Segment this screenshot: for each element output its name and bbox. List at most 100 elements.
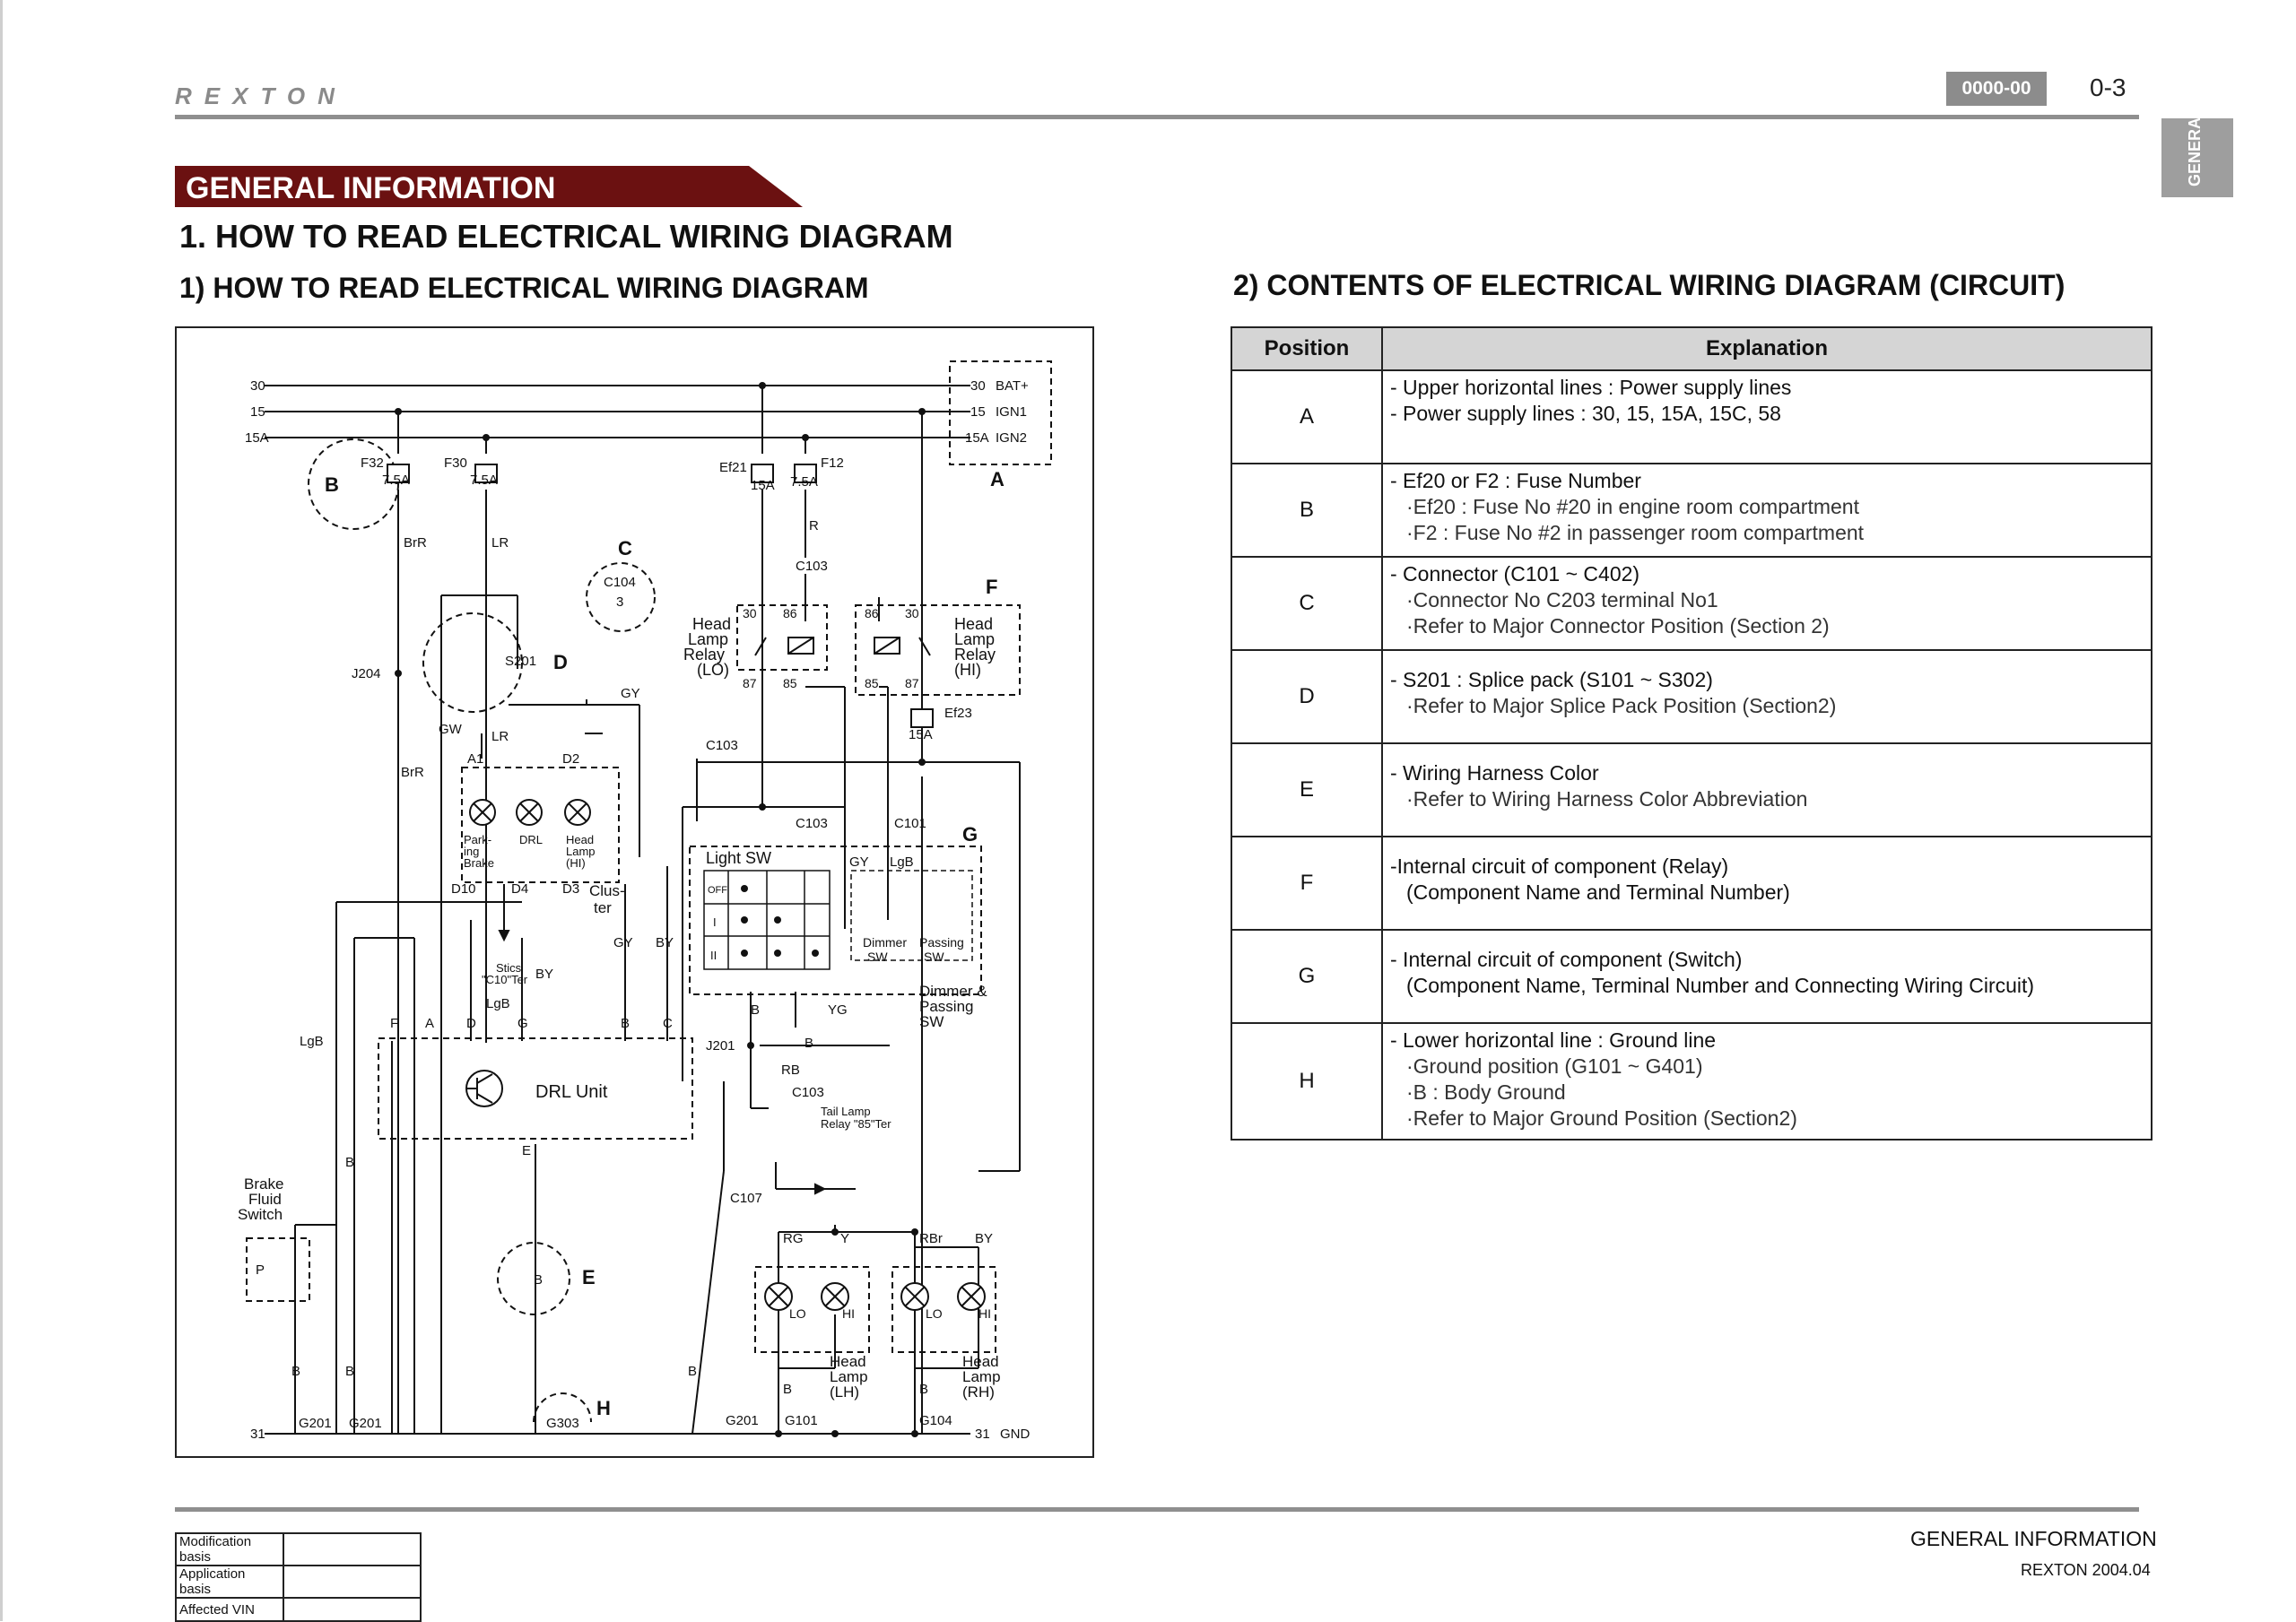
lamp-rh-lo: LO (926, 1306, 943, 1321)
relay-hi-pin-85: 85 (865, 676, 879, 690)
revision-row: Affected VIN (175, 1597, 422, 1622)
explanation-line: - Power supply lines : 30, 15, 15A, 15C,… (1390, 402, 1781, 425)
table-row: F -Internal circuit of component (Relay)… (1231, 836, 2152, 931)
ground-g201-3: G201 (726, 1413, 759, 1428)
wire-b-5: B (345, 1364, 354, 1379)
revision-row: Application basis (175, 1565, 422, 1599)
light-sw-ii: II (710, 949, 717, 962)
relay-hi-pin-86: 86 (865, 606, 879, 620)
table-row: G - Internal circuit of component (Switc… (1231, 929, 2152, 1024)
row-position: G (1231, 929, 1383, 1024)
side-section-tab[interactable]: GENERAL (2161, 108, 2233, 197)
section-code-badge: 0000-00 (1946, 72, 2047, 106)
head-lamp-lh-l1: Head (830, 1353, 866, 1370)
relay-lo-pin-87: 87 (743, 676, 757, 690)
lamp-lh-hi: HI (842, 1306, 855, 1321)
row-position: E (1231, 742, 1383, 837)
wire-b-8: B (919, 1382, 928, 1397)
wire-y: Y (840, 1231, 849, 1246)
relay-lo-pin-85: 85 (783, 676, 797, 690)
revision-table: Modification basis Application basis Aff… (175, 1532, 422, 1622)
explanation-subline: ·Connector No C203 terminal No1 (1406, 588, 1718, 612)
relay-lo-l3: Relay (683, 646, 725, 664)
c103-top: C103 (796, 559, 828, 574)
cluster-label-2: ter (594, 899, 612, 916)
c107-label: C107 (730, 1191, 762, 1206)
marker-f: F (986, 576, 997, 598)
head-lamp-rh-l2: Lamp (962, 1368, 1001, 1385)
explanation-line: - S201 : Splice pack (S101 ~ S302) (1390, 668, 1713, 691)
cluster-pin-a1: A1 (467, 751, 483, 767)
c104-name: C104 (604, 575, 636, 590)
wire-lr-2: LR (491, 729, 509, 744)
explanation-subline: (Component Name, Terminal Number and Con… (1406, 974, 2035, 997)
c103-bottom: C103 (792, 1085, 824, 1100)
gnd-label: GND (1000, 1427, 1031, 1442)
marker-d: D (553, 651, 568, 673)
j204-label: J204 (352, 666, 381, 681)
fuse-ef21-rating: 15A (751, 478, 775, 493)
marker-e: E (582, 1266, 596, 1288)
section-banner: GENERAL INFORMATION (175, 166, 803, 207)
wire-gy-2: GY (613, 935, 633, 950)
wire-yg: YG (828, 1002, 848, 1018)
j201-label: J201 (706, 1038, 735, 1054)
marker-c: C (618, 537, 632, 559)
dimmer-l1: Dimmer (863, 935, 907, 950)
header-divider (175, 115, 2139, 119)
supply-30-label: 30 (250, 378, 265, 394)
ground-g303: G303 (546, 1416, 579, 1431)
fuse-f30-rating: 7.5A (470, 473, 498, 488)
marker-a: A (990, 468, 1004, 490)
row-position: C (1231, 556, 1383, 651)
supply-15a-right-label: 15A (965, 430, 989, 446)
brake-switch-l2: Fluid (248, 1191, 282, 1208)
supply-30-right-label: 30 (970, 378, 986, 394)
explanation-line: - Internal circuit of component (Switch) (1390, 948, 1743, 971)
ign1-label: IGN1 (996, 404, 1027, 420)
row-explanation: - Connector (C101 ~ C402) ·Connector No … (1381, 556, 2152, 651)
explanation-subline: ·F2 : Fuse No #2 in passenger room compa… (1406, 521, 1865, 544)
cluster-pin-d3: D3 (562, 881, 579, 897)
brake-switch-l3: Switch (238, 1206, 283, 1223)
drl-pin-c: C (663, 1016, 673, 1031)
explanation-subline: (Component Name and Terminal Number) (1406, 880, 1790, 904)
light-sw-off: OFF (708, 885, 727, 896)
page-number: 0-3 (2090, 74, 2126, 101)
wire-rg: RG (783, 1231, 804, 1246)
diagram-heading: 1) HOW TO READ ELECTRICAL WIRING DIAGRAM (179, 272, 869, 304)
wire-by-3: BY (975, 1231, 993, 1246)
revision-value (283, 1565, 422, 1599)
combo-l3: SW (919, 1013, 944, 1030)
c101-label: C101 (894, 816, 926, 831)
revision-value (283, 1532, 422, 1566)
ground-g201-1: G201 (299, 1416, 332, 1431)
relay-hi-l3: Relay (954, 646, 996, 664)
fuse-ef23-name: Ef23 (944, 706, 972, 721)
supply-15-right-label: 15 (970, 404, 986, 420)
lamp-lh-lo: LO (789, 1306, 806, 1321)
contents-table: Position Explanation A - Upper horizonta… (1231, 326, 2152, 1141)
relay-lo-l2: Lamp (688, 630, 728, 648)
wire-b-6: B (688, 1364, 697, 1379)
stics-l1: Stics (496, 961, 522, 975)
lamp3-l3: (HI) (566, 856, 586, 870)
lamp1-l2: ing (464, 845, 479, 858)
wire-b-3: B (345, 1155, 354, 1170)
head-lamp-lh-l2: Lamp (830, 1368, 868, 1385)
lamp3-l2: Lamp (566, 845, 596, 858)
fuse-ef23-rating: 15A (909, 727, 933, 742)
wire-lr-1: LR (491, 535, 509, 551)
wire-brr-1: BrR (404, 535, 427, 551)
row-explanation: -Internal circuit of component (Relay) (… (1381, 836, 2152, 931)
wire-rb: RB (781, 1063, 800, 1078)
c103-mid: C103 (706, 738, 738, 753)
ground-g201-2: G201 (349, 1416, 382, 1431)
header-position: Position (1231, 326, 1383, 371)
head-lamp-rh-l1: Head (962, 1353, 999, 1370)
explanation-line: - Wiring Harness Color (1390, 761, 1599, 785)
row-explanation: - Lower horizontal line : Ground line ·G… (1381, 1022, 2152, 1141)
ground-g104: G104 (919, 1413, 952, 1428)
combo-l1: Dimmer & (919, 983, 987, 1000)
passing-l1: Passing (919, 935, 964, 950)
